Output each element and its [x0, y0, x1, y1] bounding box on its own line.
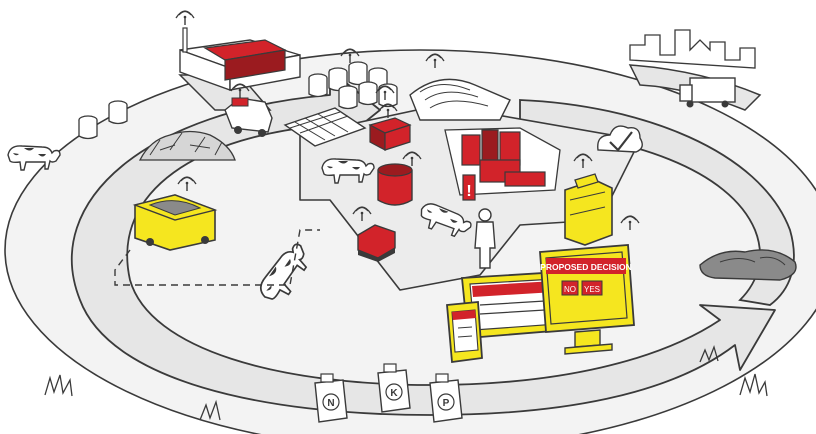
phone-device: [447, 302, 482, 362]
decision-yes-button[interactable]: YES: [582, 281, 602, 295]
fertilizer-letter: N: [327, 398, 334, 409]
decision-yes-label: YES: [584, 285, 600, 294]
fertilizer-letter: K: [390, 388, 398, 399]
decision-no-label: NO: [564, 285, 576, 294]
decision-no-button[interactable]: NO: [562, 281, 578, 295]
fertilizer-letter: P: [443, 398, 450, 409]
exclamation-icon: !: [466, 183, 471, 200]
decision-panel-title: PROPOSED DECISION: [540, 262, 632, 272]
wifi-signal-icon: [176, 11, 194, 25]
city-skyline: [630, 30, 755, 68]
